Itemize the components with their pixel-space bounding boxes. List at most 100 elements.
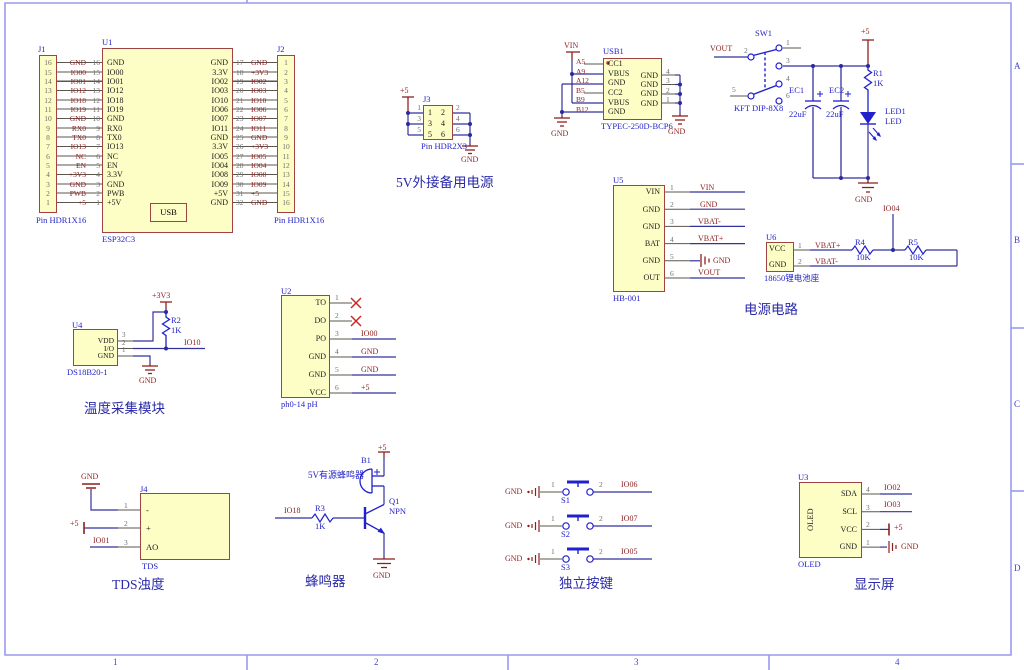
- j1-pin-number: 3: [46, 179, 50, 189]
- backup-caption: 5V外接备用电源: [396, 175, 494, 190]
- j2-pin-number: 10: [282, 142, 290, 152]
- u6-battery-body[interactable]: [766, 242, 794, 272]
- pin-name: +5V: [213, 188, 228, 198]
- pin-number: 5: [335, 365, 339, 374]
- u6-wiring: [794, 214, 958, 267]
- j2-value: Pin HDR1X16: [274, 215, 325, 225]
- u1-esp32c3-body[interactable]: [102, 48, 233, 233]
- pin-number: 1: [866, 538, 870, 548]
- net-label: GND: [69, 179, 86, 189]
- u2-value: ph0-14 pH: [281, 399, 318, 409]
- ec1-value: 22uF: [789, 109, 807, 119]
- j4-tds-body[interactable]: [140, 493, 230, 560]
- r2-resistor: [161, 312, 171, 349]
- j1-header-body[interactable]: [39, 55, 57, 213]
- j1-pin-number: 5: [46, 160, 50, 170]
- ec2-ref: EC2: [829, 85, 845, 95]
- rail-gnd-symbol: [858, 178, 878, 193]
- u5-net-vout: VOUT: [698, 268, 721, 277]
- j1-pin-number: 13: [44, 86, 52, 96]
- pin-name: IO18: [107, 95, 124, 105]
- pin-number: 1: [670, 183, 674, 192]
- j3-ref: J3: [423, 94, 431, 104]
- u5-charger-body[interactable]: [613, 185, 665, 292]
- pin-number: 2: [335, 311, 339, 320]
- j3-header-body[interactable]: [423, 105, 453, 140]
- io10-label: IO10: [184, 338, 201, 347]
- u4-ds18b20-body[interactable]: [73, 329, 118, 366]
- net-label: IO07: [251, 114, 267, 124]
- pin-number: 3: [866, 502, 870, 512]
- pin-name: IO11: [211, 123, 228, 133]
- pin-number: 4: [96, 170, 100, 180]
- pin-number: 22: [236, 104, 244, 114]
- j4-wiring: [82, 483, 140, 548]
- u6-vcc-name: VCC: [769, 244, 786, 253]
- r4-value: 10K: [856, 252, 871, 262]
- pin-number: 12: [92, 95, 101, 105]
- pin-number: 20: [236, 86, 244, 96]
- u4-value: DS18B20-1: [67, 367, 108, 377]
- pin-number: 5: [417, 125, 421, 134]
- pin-name: 3.3V: [212, 142, 228, 152]
- u5-net-vin: VIN: [700, 183, 715, 192]
- pin-name: IO19: [107, 104, 124, 114]
- usb1-vin-label: VIN: [564, 41, 579, 50]
- u2-ph-body[interactable]: [281, 295, 330, 398]
- j2-pin-number: 14: [282, 179, 290, 189]
- pin-number: 5: [670, 251, 674, 261]
- pin-number: 21: [236, 95, 244, 105]
- pin-name: VCC: [840, 524, 857, 534]
- pin-name: NC: [107, 151, 119, 161]
- pin-name: 5: [428, 130, 432, 139]
- net-label: IO19: [70, 104, 86, 114]
- u2-net-gnd2: GND: [361, 365, 379, 374]
- r5-resistor: [904, 244, 927, 256]
- u3-ref: U3: [798, 472, 809, 482]
- r4-ref: R4: [855, 237, 865, 247]
- r1-resistor: [863, 66, 873, 112]
- pin-name: GND: [210, 132, 228, 142]
- j1-u1-wires: [57, 62, 102, 204]
- pin-number: 1: [124, 501, 128, 510]
- net-label: IO10: [251, 95, 267, 105]
- u3-oled-body[interactable]: [799, 482, 862, 558]
- ec2-capacitor: [832, 66, 851, 178]
- usb1-typec-body[interactable]: [603, 58, 662, 120]
- s1-gnd-label: GND: [505, 487, 523, 496]
- pin-number: 2: [670, 200, 674, 210]
- pin-number: 4: [666, 67, 670, 76]
- io05-label: IO05: [621, 547, 638, 556]
- r2-ref: R2: [171, 315, 181, 325]
- u3-value: OLED: [798, 559, 821, 569]
- j4-gnd-symbol: [82, 483, 100, 489]
- net-label: IO08: [251, 170, 267, 180]
- net-label: IO04: [251, 160, 267, 170]
- j2-header-body[interactable]: [277, 55, 295, 213]
- io02-label: IO02: [884, 483, 901, 492]
- u2-wiring: [330, 297, 396, 394]
- power-caption: 电源电路: [744, 302, 798, 317]
- j2-pin-number: 1: [284, 58, 288, 68]
- r5-value: 10K: [909, 252, 924, 262]
- io06-label: IO06: [621, 480, 638, 489]
- oled-caption: 显示屏: [854, 577, 895, 592]
- r1-ref: R1: [873, 68, 883, 78]
- u1-usb-connector[interactable]: USB: [150, 203, 187, 222]
- sw1-switch[interactable]: [714, 44, 801, 105]
- ec2-value: 22uF: [826, 109, 844, 119]
- pin-number: 6: [456, 125, 460, 134]
- u5-net-gnd: GND: [700, 200, 718, 209]
- pad-label: A9: [576, 66, 586, 76]
- j3-gnd-symbol: [462, 144, 478, 155]
